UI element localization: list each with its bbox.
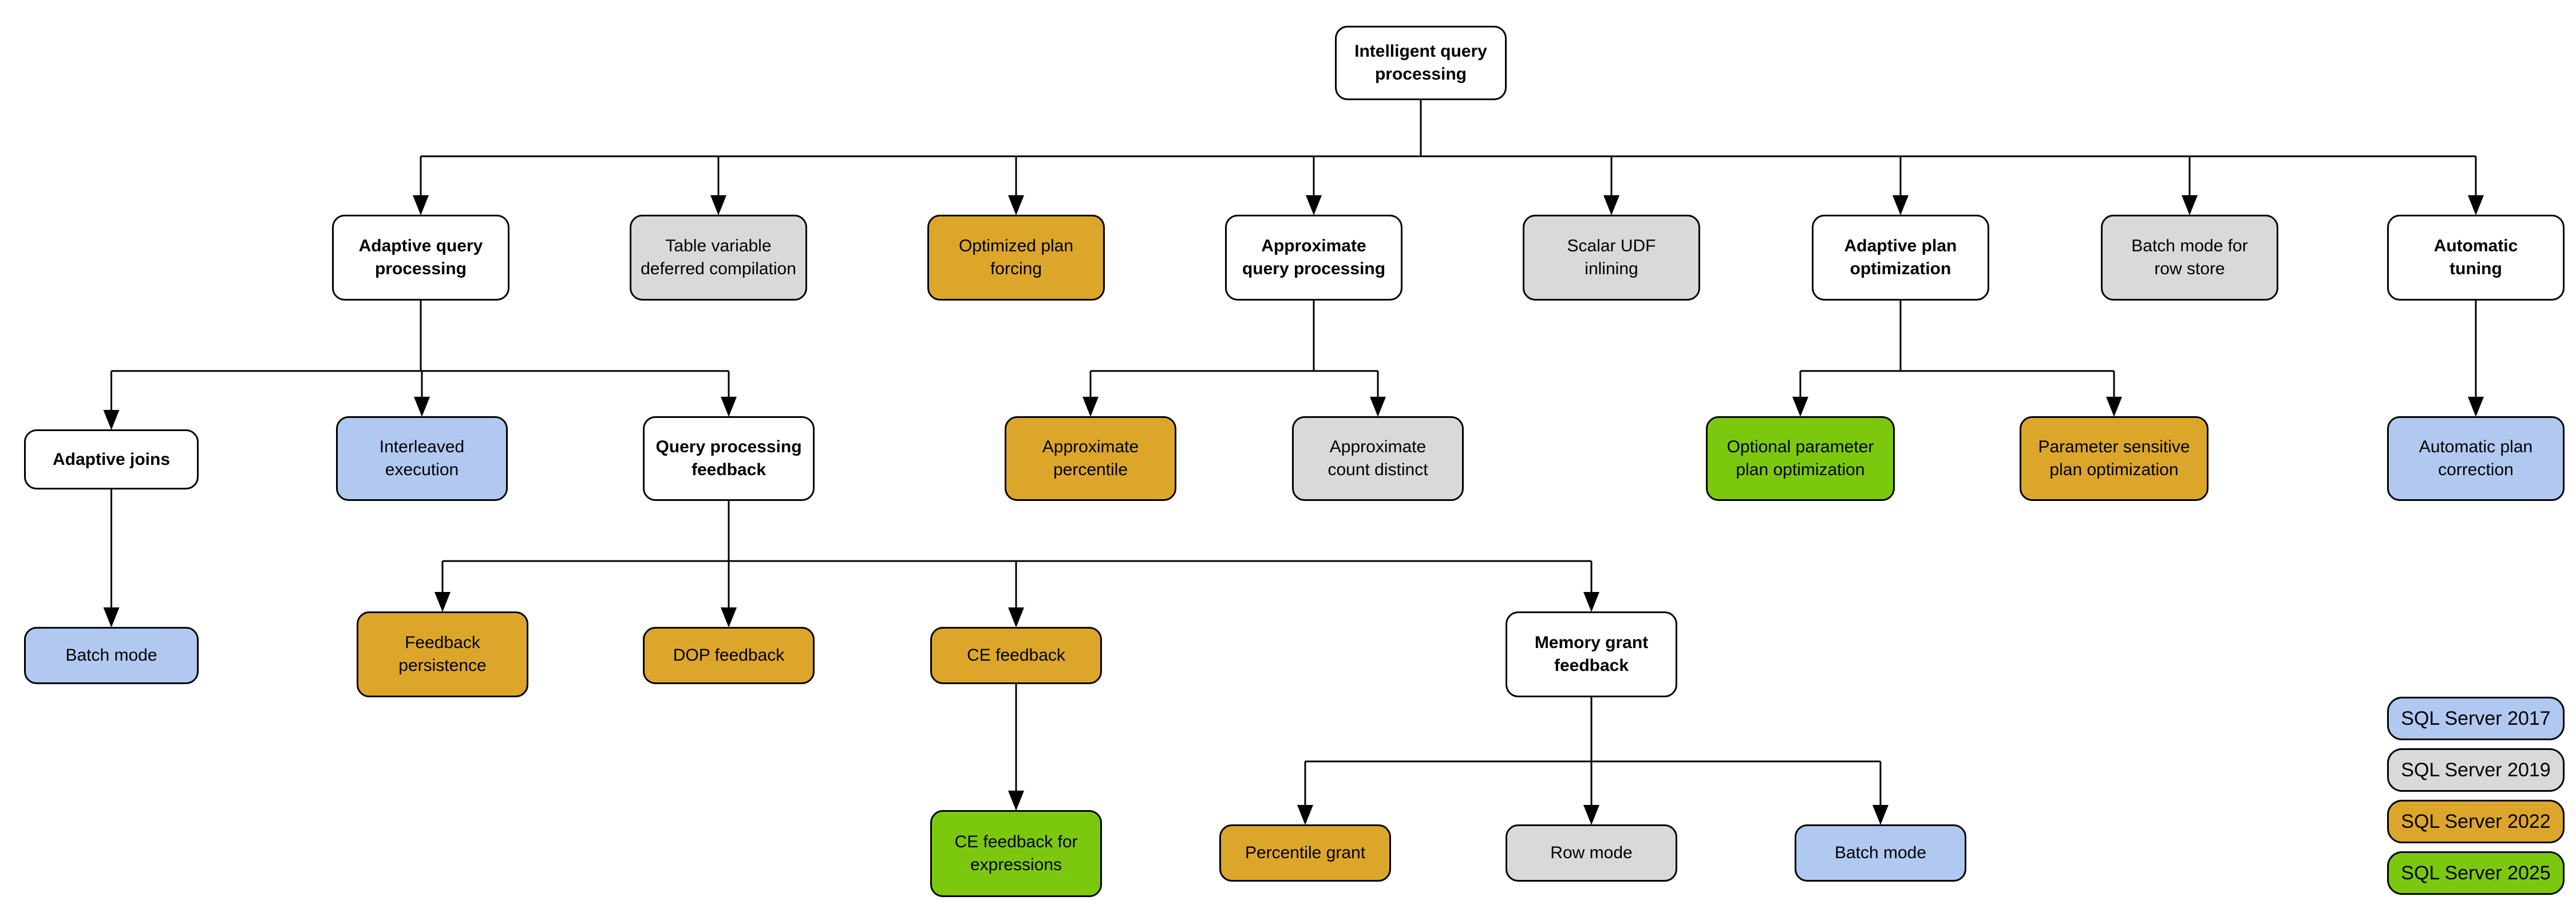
node-scalar-udf-inlining: Scalar UDF inlining	[1523, 215, 1700, 301]
node-label: CE feedback for expressions	[954, 832, 1078, 874]
node-label: Adaptive plan optimization	[1844, 236, 1957, 278]
node-label: Feedback persistence	[398, 633, 487, 675]
node-label: Table variable deferred compilation	[641, 236, 796, 278]
node-dop-feedback: DOP feedback	[643, 627, 815, 684]
node-label: Optional parameter plan optimization	[1726, 437, 1874, 479]
legend: SQL Server 2017 SQL Server 2019 SQL Serv…	[2387, 697, 2565, 895]
legend-item-sql-server-2019: SQL Server 2019	[2387, 748, 2565, 792]
node-optimized-plan-forcing: Optimized plan forcing	[927, 215, 1105, 301]
node-row-mode: Row mode	[1506, 824, 1677, 882]
node-batch-mode-for-row-store: Batch mode for row store	[2101, 215, 2278, 301]
node-interleaved-execution: Interleaved execution	[336, 416, 508, 501]
legend-item-sql-server-2017: SQL Server 2017	[2387, 697, 2565, 740]
node-optional-parameter-plan-optimization: Optional parameter plan optimization	[1706, 416, 1895, 501]
node-approximate-query-processing: Approximate query processing	[1225, 215, 1402, 301]
node-ce-feedback-for-expressions: CE feedback for expressions	[930, 810, 1102, 897]
node-label: Parameter sensitive plan optimization	[2038, 437, 2190, 479]
node-label: Scalar UDF inlining	[1567, 236, 1656, 278]
node-label: Optimized plan forcing	[958, 236, 1074, 278]
node-batch-mode-adaptive-joins: Batch mode	[24, 627, 199, 684]
node-adaptive-plan-optimization: Adaptive plan optimization	[1812, 215, 1989, 301]
node-intelligent-query-processing: Intelligent query processing	[1335, 26, 1507, 100]
node-adaptive-query-processing: Adaptive query processing	[332, 215, 509, 301]
node-label: Approximate percentile	[1042, 437, 1139, 479]
node-ce-feedback: CE feedback	[930, 627, 1102, 684]
node-label: Approximate count distinct	[1327, 437, 1428, 479]
node-memory-grant-feedback: Memory grant feedback	[1506, 611, 1677, 697]
node-label: Batch mode	[1834, 843, 1927, 863]
node-feedback-persistence: Feedback persistence	[357, 611, 528, 697]
node-label: Intelligent query processing	[1354, 42, 1487, 84]
node-table-variable-deferred-compilation: Table variable deferred compilation	[630, 215, 807, 301]
node-batch-mode-memory-grant: Batch mode	[1795, 824, 1966, 882]
node-automatic-tuning: Automatic tuning	[2387, 215, 2565, 301]
node-label: Adaptive joins	[52, 449, 171, 469]
node-label: Row mode	[1550, 843, 1633, 863]
legend-label: SQL Server 2022	[2401, 810, 2551, 832]
node-query-processing-feedback: Query processing feedback	[643, 416, 815, 501]
node-label: Approximate query processing	[1242, 236, 1386, 278]
node-label: CE feedback	[967, 646, 1065, 665]
node-automatic-plan-correction: Automatic plan correction	[2387, 416, 2565, 501]
node-label: Adaptive query processing	[358, 236, 483, 278]
node-label: Percentile grant	[1244, 843, 1366, 863]
node-label: Automatic tuning	[2433, 236, 2518, 278]
node-label: Batch mode	[65, 646, 157, 665]
node-label: Interleaved execution	[379, 437, 465, 479]
legend-item-sql-server-2025: SQL Server 2025	[2387, 851, 2565, 895]
node-approximate-percentile: Approximate percentile	[1005, 416, 1176, 501]
node-label: Memory grant feedback	[1534, 633, 1649, 675]
legend-label: SQL Server 2019	[2401, 759, 2551, 781]
node-label: Batch mode for row store	[2131, 236, 2248, 278]
node-label: Query processing feedback	[655, 437, 802, 479]
node-percentile-grant: Percentile grant	[1219, 824, 1391, 882]
legend-item-sql-server-2022: SQL Server 2022	[2387, 800, 2565, 843]
node-adaptive-joins: Adaptive joins	[24, 429, 199, 489]
node-label: DOP feedback	[673, 646, 785, 665]
legend-label: SQL Server 2025	[2401, 862, 2551, 884]
connector-lines	[110, 100, 2477, 807]
node-label: Automatic plan correction	[2419, 437, 2533, 479]
node-approximate-count-distinct: Approximate count distinct	[1292, 416, 1464, 501]
node-parameter-sensitive-plan-optimization: Parameter sensitive plan optimization	[2020, 416, 2208, 501]
legend-label: SQL Server 2017	[2401, 707, 2551, 729]
